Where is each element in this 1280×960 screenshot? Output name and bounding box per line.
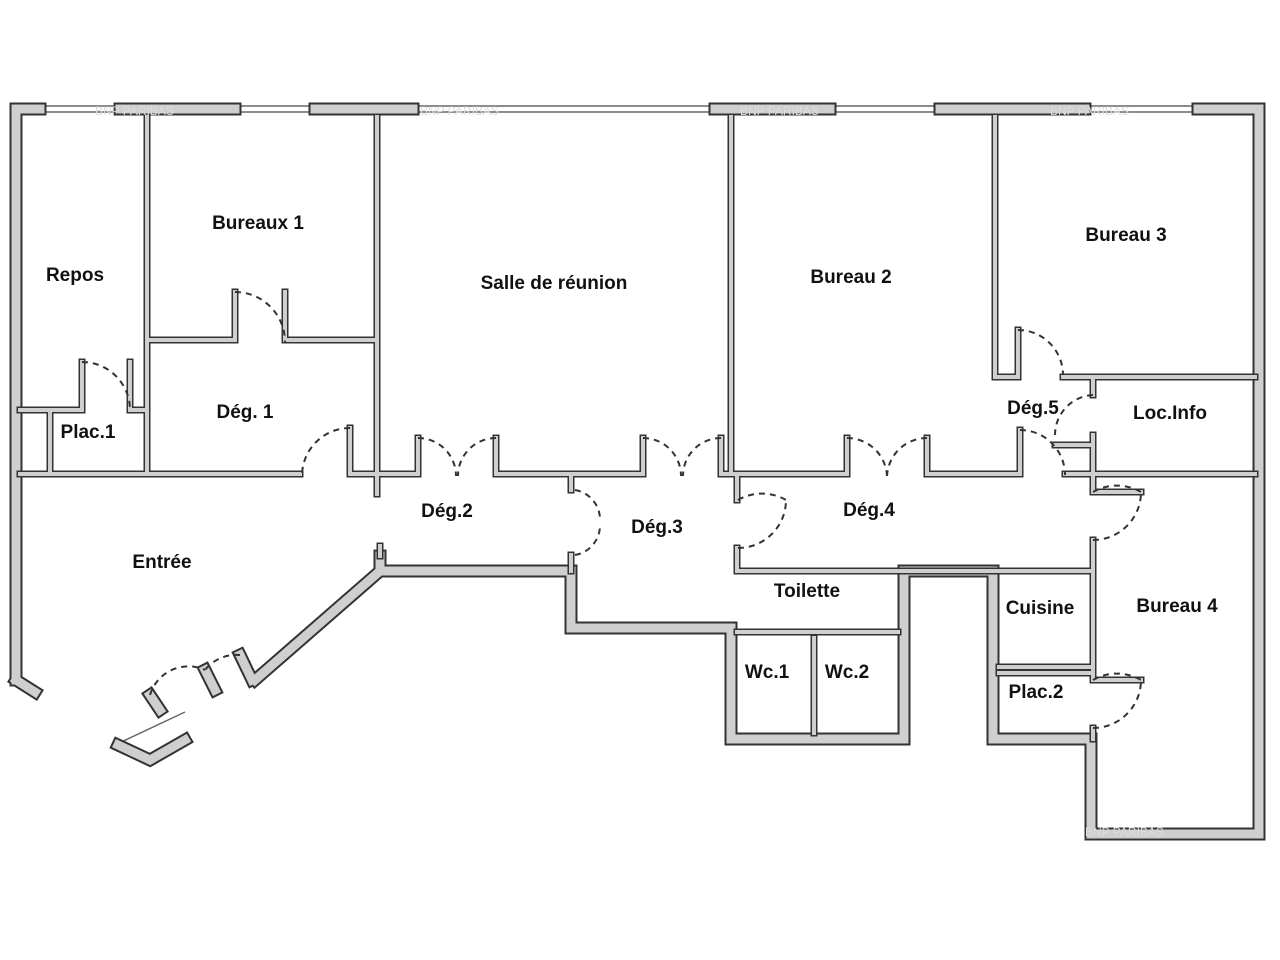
wall <box>16 358 86 414</box>
room-label-plac-2: Plac.2 <box>1009 682 1064 703</box>
wall <box>346 424 422 478</box>
wall <box>283 290 379 342</box>
watermark: BNP PARIBAS <box>420 104 499 118</box>
room-label-wc-1: Wc.1 <box>745 662 790 683</box>
wall <box>925 428 1022 476</box>
room-label-deg-4: Dég.4 <box>843 500 895 521</box>
room-label-wc-2: Wc.2 <box>825 662 869 683</box>
wall <box>993 115 1020 379</box>
wall <box>112 733 192 766</box>
watermark: BNP PARIBAS <box>1050 104 1129 118</box>
wall <box>492 434 647 478</box>
door-swings <box>81 291 1142 729</box>
wall <box>143 688 167 717</box>
room-label-bureau-2: Bureau 2 <box>810 267 891 288</box>
wall <box>719 436 849 476</box>
wall <box>148 290 237 342</box>
watermark: BNP PARIBAS <box>1085 825 1164 839</box>
room-label-deg-3: Dég.3 <box>631 517 683 538</box>
wall <box>348 426 420 476</box>
wall <box>281 288 381 344</box>
watermarks: BNP PARIBAS BNP PARIBAS BNP PARIBAS BNP … <box>95 104 1164 839</box>
room-label-deg-5: Dég.5 <box>1007 398 1059 419</box>
interior-walls <box>16 113 1259 743</box>
wall <box>717 434 851 478</box>
watermark: BNP PARIBAS <box>740 104 819 118</box>
room-label-plac-1: Plac.1 <box>61 422 116 443</box>
room-label-salle-de-reunion: Salle de réunion <box>481 273 628 294</box>
wall <box>198 663 222 697</box>
wall <box>11 104 45 685</box>
room-label-deg-1: Dég. 1 <box>216 402 273 423</box>
wall <box>735 546 1093 573</box>
wall <box>991 113 1022 381</box>
room-label-loc-info: Loc.Info <box>1133 403 1207 424</box>
watermark: BNP PARIBAS <box>95 104 174 118</box>
wall <box>923 426 1024 478</box>
windows <box>40 105 1198 746</box>
room-label-deg-2: Dég.2 <box>421 501 473 522</box>
room-label-entree: Entrée <box>132 552 191 573</box>
room-label-repos: Repos <box>46 265 104 286</box>
room-label-bureau-3: Bureau 3 <box>1085 225 1166 246</box>
wall <box>248 564 387 687</box>
wall <box>233 648 259 687</box>
room-label-bureau-4: Bureau 4 <box>1136 596 1218 617</box>
wall <box>494 436 645 476</box>
wall <box>128 360 149 412</box>
room-label-cuisine: Cuisine <box>1006 598 1075 619</box>
wall <box>9 673 42 699</box>
wall <box>146 288 239 344</box>
wall <box>18 360 84 412</box>
room-label-bureaux-1: Bureaux 1 <box>212 213 304 234</box>
wall <box>733 544 1095 575</box>
room-label-toilette: Toilette <box>774 581 840 602</box>
room-labels: Repos Bureaux 1 Salle de réunion Bureau … <box>46 213 1218 703</box>
